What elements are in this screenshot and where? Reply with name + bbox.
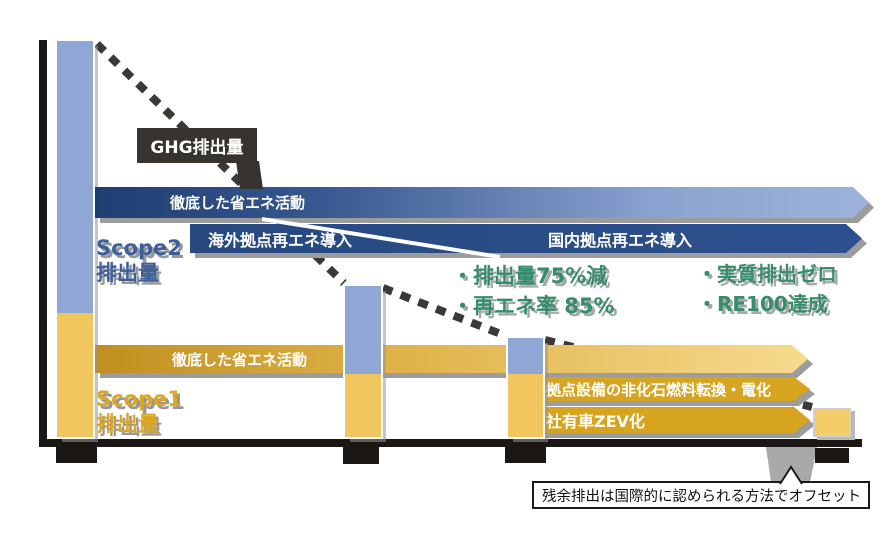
milestone-final-line1: ・実質排出ゼロ xyxy=(697,262,837,286)
scope1-label: Scope1 排出量 xyxy=(96,387,182,437)
bar-mid2-scope2 xyxy=(508,338,543,374)
bar-mid1-scope1 xyxy=(345,374,381,437)
milestone-mid-line2: ・再エネ率 85% xyxy=(452,294,615,318)
offset-note-callout: 残余排出は国際的に認められる方法でオフセット xyxy=(532,481,870,509)
ghg-callout-tail xyxy=(236,161,263,189)
arrow-zev-label: 社有車ZEV化 xyxy=(536,407,810,433)
x-tick-redacted-3 xyxy=(505,447,546,463)
bar-mid1-scope2 xyxy=(345,286,381,374)
x-tick-redacted-2 xyxy=(343,447,379,464)
band-split-divider xyxy=(261,217,501,259)
bar-mid2 xyxy=(508,338,543,437)
scope2-line1: Scope2 xyxy=(96,236,182,260)
y-axis xyxy=(39,40,47,447)
milestone-mid-line1: ・排出量75%減 xyxy=(452,264,608,288)
scope2-label: Scope2 排出量 xyxy=(96,236,182,286)
arrow-nonfossil-conversion: 拠点設備の非化石燃料転換・電化 xyxy=(536,377,810,401)
scope1-line1: Scope1 xyxy=(96,387,182,411)
band-energy-saving-scope2-label: 徹底した省エネ活動 xyxy=(95,187,869,218)
x-axis xyxy=(39,439,862,447)
bar-final-residual xyxy=(813,408,851,437)
bar-baseline xyxy=(57,41,93,437)
bar-baseline-scope2 xyxy=(57,41,93,313)
milestone-final: ・実質排出ゼロ ・RE100達成 xyxy=(697,259,837,319)
milestone-mid: ・排出量75%減 ・再エネ率 85% xyxy=(452,261,615,321)
ghg-emission-callout: GHG排出量 xyxy=(137,128,257,163)
scope2-line2: 排出量 xyxy=(96,261,159,285)
milestone-final-line2: ・RE100達成 xyxy=(697,292,828,316)
band-overseas-renewable-label: 海外拠点再エネ導入 xyxy=(190,224,862,253)
bar-baseline-scope1 xyxy=(57,313,93,437)
x-tick-redacted-4 xyxy=(815,448,849,463)
x-tick-redacted-1 xyxy=(56,447,97,463)
bar-mid1 xyxy=(345,286,381,437)
scope1-line2: 排出量 xyxy=(96,412,159,436)
bar-mid2-scope1 xyxy=(508,374,543,437)
arrow-company-car-zev: 社有車ZEV化 xyxy=(536,407,810,433)
band-energy-saving-scope1: 徹底した省エネ活動 xyxy=(95,345,808,373)
band-energy-saving-scope1-label: 徹底した省エネ活動 xyxy=(95,345,808,373)
band-energy-saving-scope2: 徹底した省エネ活動 xyxy=(95,187,869,218)
band-domestic-renewable-label: 国内拠点再エネ導入 xyxy=(548,230,693,250)
arrow-nonfossil-label: 拠点設備の非化石燃料転換・電化 xyxy=(536,377,810,401)
band-renewable-intro: 海外拠点再エネ導入 国内拠点再エネ導入 xyxy=(190,224,862,253)
